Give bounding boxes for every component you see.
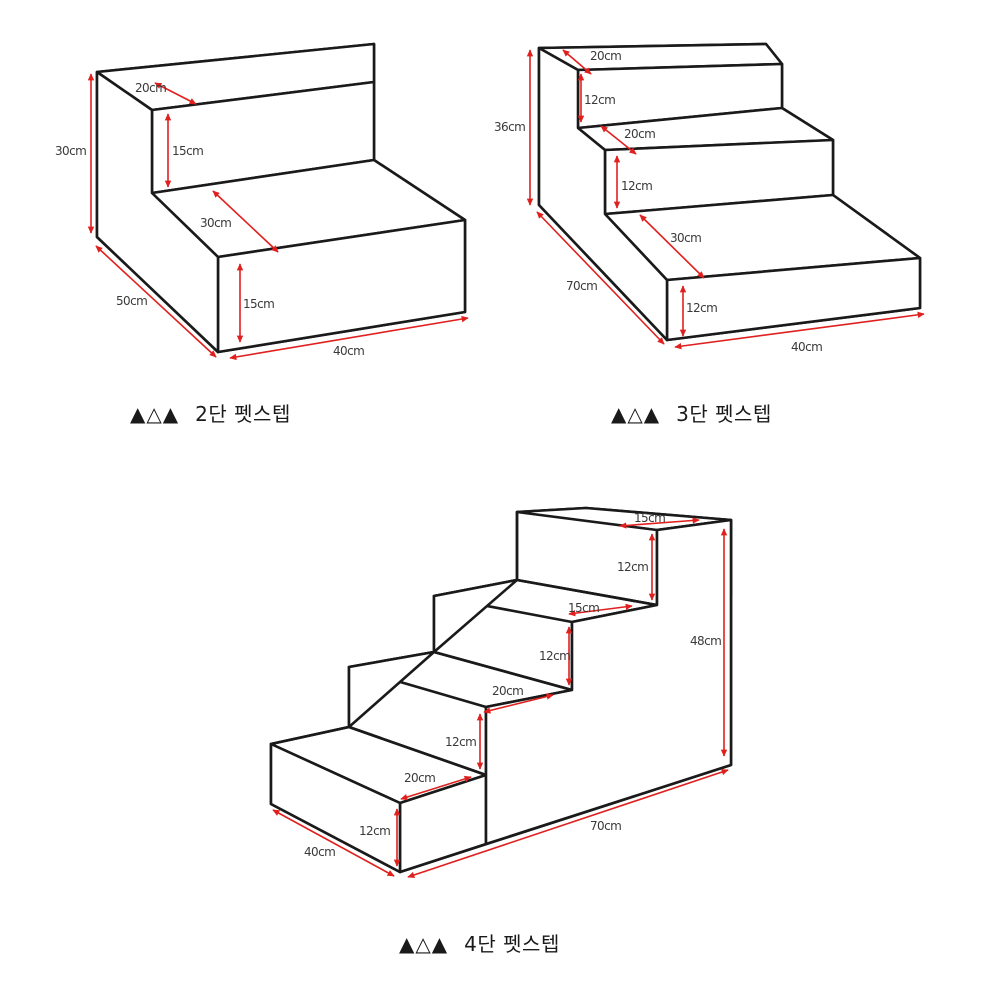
three-step-riser-2-label: 12cm [621,179,652,193]
two-step-lower-tread-label: 30cm [200,216,231,230]
four-step-top-tread-label: 15cm [634,511,665,525]
four-step-stair-figure: 15cm 12cm 15cm 12cm 20cm 12cm 20cm 12cm … [269,506,733,879]
two-step-stair-figure: 30cm 20cm 15cm 30cm 15cm 50cm 40cm [55,42,469,361]
two-step-lower-tread-dim-line [212,190,279,253]
triangle-symbols: ▲△▲ [130,402,180,426]
four-step-tread-2-dim-line [483,693,554,714]
three-step-stair-figure: 36cm 20cm 12cm 20cm 12cm 30cm 12cm 70cm … [494,42,925,354]
two-step-upper-riser-label: 15cm [172,144,203,158]
two-step-width-label: 40cm [333,344,364,358]
four-step-riser-1-label: 12cm [359,824,390,838]
four-step-tread-1-label: 20cm [404,771,435,785]
three-step-top-tread-label: 20cm [590,49,621,63]
triangle-symbols: ▲△▲ [611,402,661,426]
four-step-depth-dim-line [407,768,729,879]
four-step-tread-2-back-edge [433,650,573,692]
two-step-lower-riser-label: 15cm [243,297,274,311]
three-step-depth-label: 70cm [566,279,597,293]
four-step-caption-text: 4단 펫스텝 [464,932,560,956]
two-step-top-tread-dim-line [154,82,197,105]
two-step-height-label: 30cm [55,144,86,158]
four-step-height-label: 48cm [690,634,721,648]
four-step-tread-1-back-edge [348,725,487,777]
three-step-tread-1-label: 30cm [670,231,701,245]
two-step-caption: ▲△▲ 2단 펫스텝 [130,398,291,427]
two-step-width-dim-line [229,315,469,361]
three-step-tread-2-dim-line [600,125,637,155]
two-step-depth-dim-line [95,245,217,358]
two-step-top-tread-label: 20cm [135,81,166,95]
triangle-symbols: ▲△▲ [399,932,449,956]
three-step-height-label: 36cm [494,120,525,134]
four-step-tread-3-back-edge [516,578,658,607]
three-step-width-label: 40cm [791,340,822,354]
three-step-caption-text: 3단 펫스텝 [676,402,772,426]
four-step-tread-3-dim-line [568,603,633,617]
three-step-width-dim-line [674,311,925,350]
four-step-depth-label: 70cm [590,819,621,833]
four-step-caption: ▲△▲ 4단 펫스텝 [399,928,560,957]
three-step-tread-2-label: 20cm [624,127,655,141]
three-step-riser-1-label: 12cm [686,301,717,315]
four-step-tread-3-label: 15cm [568,601,599,615]
three-step-top-tread-dim-line [562,49,592,75]
four-step-riser-4-label: 12cm [617,560,648,574]
three-step-depth-dim-line [536,211,665,345]
four-step-top-tread-dim-line [619,517,700,529]
two-step-depth-label: 50cm [116,294,147,308]
four-step-riser-2-label: 12cm [445,735,476,749]
three-step-caption: ▲△▲ 3단 펫스텝 [611,398,772,427]
four-step-tread-2-label: 20cm [492,684,523,698]
two-step-caption-text: 2단 펫스텝 [195,402,291,426]
three-step-riser-3-label: 12cm [584,93,615,107]
four-step-riser-3-label: 12cm [539,649,570,663]
four-step-width-dim-line [272,809,395,877]
four-step-width-label: 40cm [304,845,335,859]
